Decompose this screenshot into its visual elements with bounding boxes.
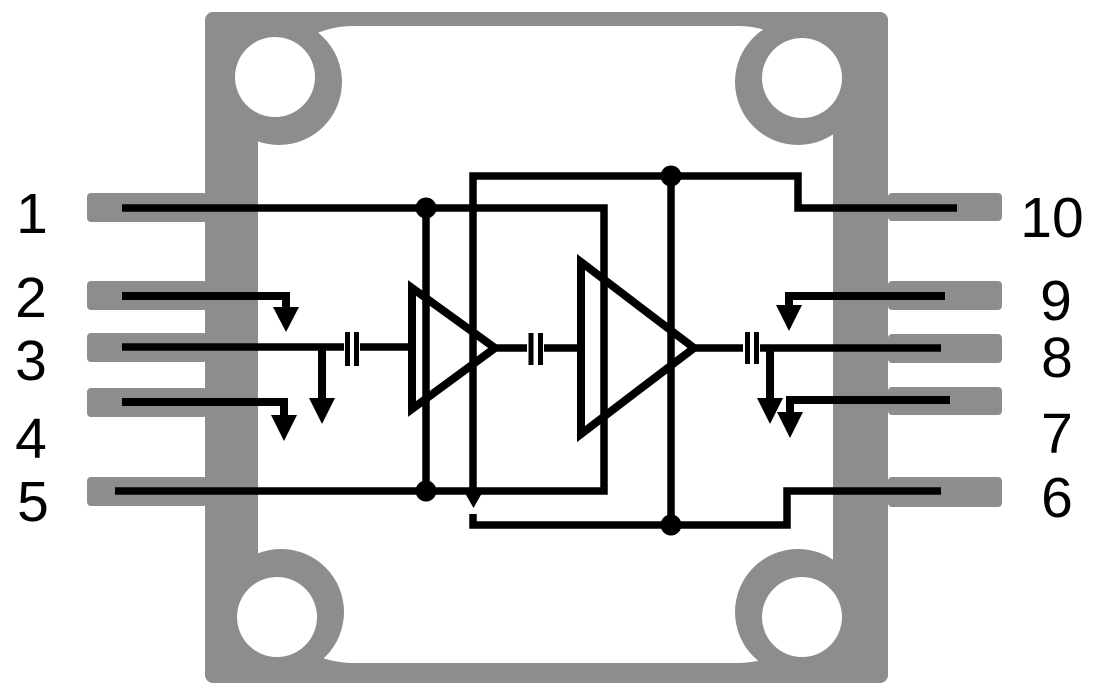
pin-label-8: 8: [1041, 326, 1073, 390]
pin-lead-8: [888, 334, 1002, 363]
ground-arrow-pin4-icon: [122, 398, 297, 441]
pin-label-4: 4: [15, 407, 47, 471]
pin-label-3: 3: [15, 329, 47, 393]
pin-lead-6: [888, 477, 1002, 507]
pin-label-7: 7: [1041, 402, 1073, 466]
pin-label-9: 9: [1040, 269, 1072, 333]
rail-connector-arrow-icon: [465, 493, 482, 508]
wire-top-rail-pin10: [469, 172, 957, 497]
mounting-hole-top-right: [762, 38, 842, 118]
mounting-hole-bottom-left: [237, 577, 317, 657]
capacitor-1-icon: [345, 332, 359, 366]
pin-label-2: 2: [15, 266, 47, 330]
wire-pin1-pin5-bias-loop: [115, 204, 608, 495]
ground-arrow-input-stub-icon: [309, 347, 335, 424]
mounting-hole-bottom-right: [762, 577, 842, 657]
junction-dot-top-rail: [660, 165, 682, 187]
pin-label-5: 5: [17, 470, 49, 534]
pin-label-6: 6: [1041, 466, 1073, 530]
wire-bottom-rail-pin6: [469, 487, 941, 529]
capacitor-2-icon: [528, 333, 543, 365]
junction-dot-pin1-bias: [415, 197, 437, 219]
pin-label-1: 1: [16, 182, 48, 246]
ground-arrow-pin2-icon: [122, 292, 299, 332]
junction-dot-pin5-bias: [415, 480, 437, 502]
pin-label-10: 10: [1020, 186, 1083, 250]
capacitor-3-icon: [745, 332, 759, 364]
amplifier-stage-2-icon: [577, 253, 701, 443]
junction-dot-bottom-rail: [660, 514, 682, 536]
amplifier-stage-1-icon: [408, 280, 502, 417]
ground-arrow-pin9-icon: [776, 292, 945, 331]
ground-arrow-output-stub-icon: [757, 348, 783, 424]
ground-arrow-pin7-icon: [777, 396, 950, 438]
mounting-hole-top-left: [235, 37, 315, 117]
